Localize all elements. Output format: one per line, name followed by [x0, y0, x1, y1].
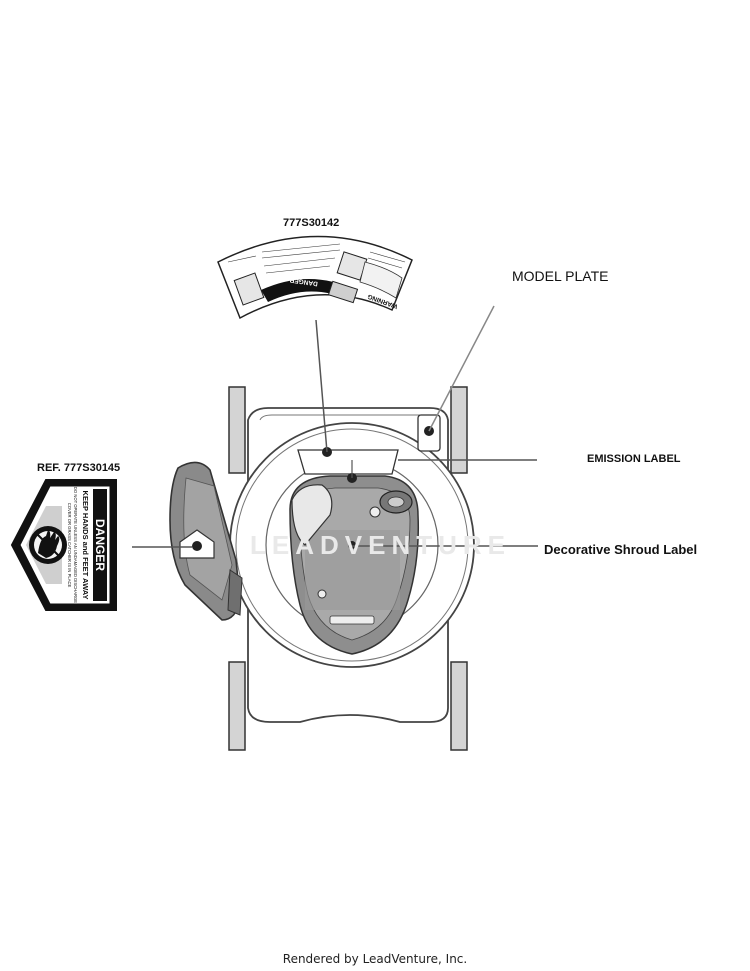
front-right-wheel	[450, 661, 468, 751]
danger-decal: DANGER KEEP HANDS and FEET AWAY DO NOT O…	[10, 479, 117, 611]
callout-decorative-shroud-label: Decorative Shroud Label	[544, 542, 698, 557]
svg-text:DANGER: DANGER	[289, 276, 318, 287]
watermark: LEADVENTURE	[250, 530, 512, 560]
callout-model-plate: MODEL PLATE	[512, 268, 609, 284]
emission-label-decal	[297, 449, 399, 475]
callout-danger-decal-part: REF. 777S30145	[37, 462, 121, 474]
warning-decal: DANGER WARNING	[217, 235, 413, 320]
svg-text:COVER OR GRASS CATCHER IS IN P: COVER OR GRASS CATCHER IS IN PLACE	[67, 503, 72, 588]
svg-text:KEEP HANDS and FEET AWAY: KEEP HANDS and FEET AWAY	[81, 491, 90, 600]
footer-credit: Rendered by LeadVenture, Inc.	[282, 952, 468, 966]
front-left-wheel	[228, 661, 246, 751]
callout-emission-label: EMISSION LABEL	[587, 453, 681, 465]
svg-text:DO NOT OPERATE UNLESS AN UNDAM: DO NOT OPERATE UNLESS AN UNDAMAGED DISCH…	[73, 487, 78, 603]
callout-warning-decal-part: 777S30142	[283, 217, 340, 229]
rear-left-wheel	[228, 386, 246, 474]
svg-text:DANGER: DANGER	[93, 519, 107, 571]
rear-right-wheel	[450, 386, 468, 474]
mower-deck	[247, 407, 449, 723]
